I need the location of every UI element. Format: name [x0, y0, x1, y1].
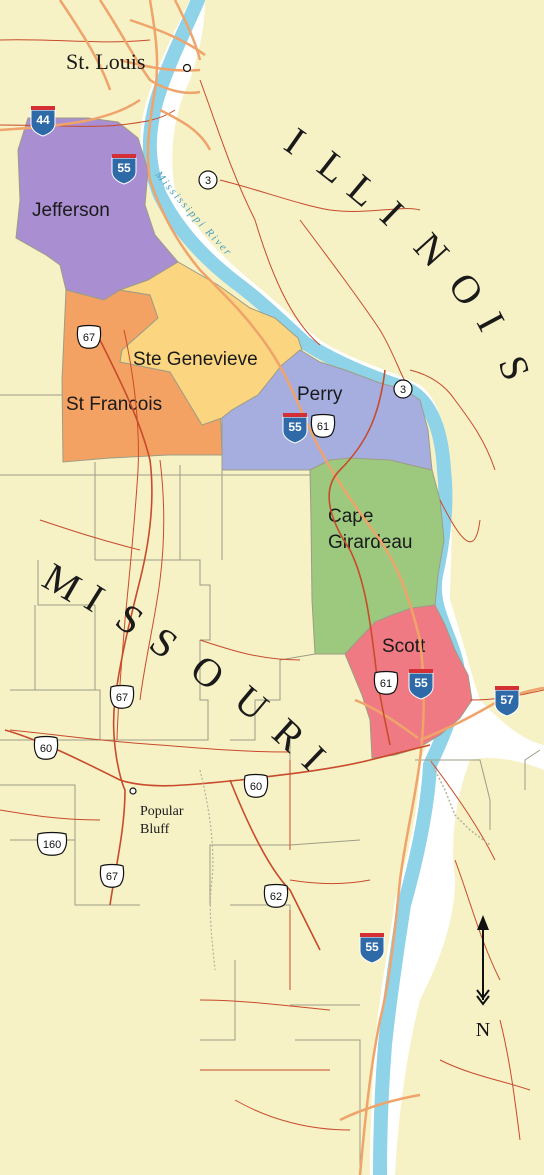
- us-shield-67-south: 67: [99, 863, 125, 888]
- county-label-cape-girardeau-1: Cape: [328, 506, 373, 527]
- county-label-st-francois: St Francois: [66, 394, 162, 415]
- city-label-st-louis: St. Louis: [66, 49, 145, 74]
- shield-55-scott-number: 55: [414, 676, 428, 690]
- us-62-number: 62: [270, 891, 282, 903]
- north-arrow-fletching-icon: [476, 989, 490, 1006]
- us-shield-160: 160: [36, 831, 68, 856]
- interstate-shield-44: 44: [30, 106, 56, 137]
- county-label-perry: Perry: [297, 384, 343, 405]
- us-shield-62: 62: [263, 883, 289, 908]
- north-arrow-head-icon: [477, 915, 489, 930]
- route-circle-3-north: 3: [198, 170, 218, 190]
- city-label-popular-bluff-1: Popular: [140, 804, 184, 819]
- us-60-east-number: 60: [250, 781, 262, 793]
- us-61-perry-number: 61: [317, 421, 329, 433]
- interstate-shield-55-north: 55: [111, 154, 137, 185]
- us-60-west-number: 60: [40, 743, 52, 755]
- us-shield-60-west: 60: [33, 735, 59, 760]
- mississippi-river: [142, 0, 465, 1175]
- us-67-south-number: 67: [106, 871, 118, 883]
- county-label-ste-genevieve: Ste Genevieve: [133, 349, 258, 370]
- shield-57-number: 57: [500, 693, 514, 707]
- us-67-north-number: 67: [83, 332, 95, 344]
- interstate-shield-57: 57: [494, 686, 520, 717]
- county-label-jefferson: Jefferson: [32, 200, 110, 221]
- us-shield-61-perry: 61: [310, 413, 336, 438]
- city-dot-popular-bluff: [129, 787, 137, 795]
- route-3-north-number: 3: [205, 175, 211, 187]
- state-line-west: [199, 769, 216, 971]
- us-shield-60-east: 60: [243, 773, 269, 798]
- route-3-mid-number: 3: [400, 384, 406, 396]
- county-label-scott: Scott: [382, 636, 426, 657]
- us-67-mid-number: 67: [116, 692, 128, 704]
- interstate-shield-55-scott: 55: [408, 669, 434, 700]
- state-line-se: [429, 759, 491, 846]
- shield-55-mid-number: 55: [288, 420, 302, 434]
- interstate-shield-55-mid: 55: [282, 413, 308, 444]
- us-shield-67-north: 67: [76, 324, 102, 349]
- north-label: N: [476, 1019, 490, 1041]
- us-160-number: 160: [43, 839, 61, 851]
- illinois-land: [172, 0, 544, 745]
- us-shield-61-scott: 61: [373, 670, 399, 695]
- city-dot-st-louis: [182, 63, 192, 73]
- us-61-scott-number: 61: [380, 678, 392, 690]
- route-circle-3-mid: 3: [393, 379, 413, 399]
- shield-55-north-number: 55: [117, 161, 131, 175]
- shield-44-number: 44: [36, 113, 50, 127]
- north-arrow: N: [476, 915, 490, 1041]
- us-shield-67-mid: 67: [109, 684, 135, 709]
- state-roads: [0, 39, 544, 1141]
- city-label-popular-bluff-2: Bluff: [140, 822, 170, 837]
- interstate-shield-55-south: 55: [359, 933, 385, 964]
- kentucky-land: [395, 758, 544, 1175]
- shield-55-south-number: 55: [365, 940, 379, 954]
